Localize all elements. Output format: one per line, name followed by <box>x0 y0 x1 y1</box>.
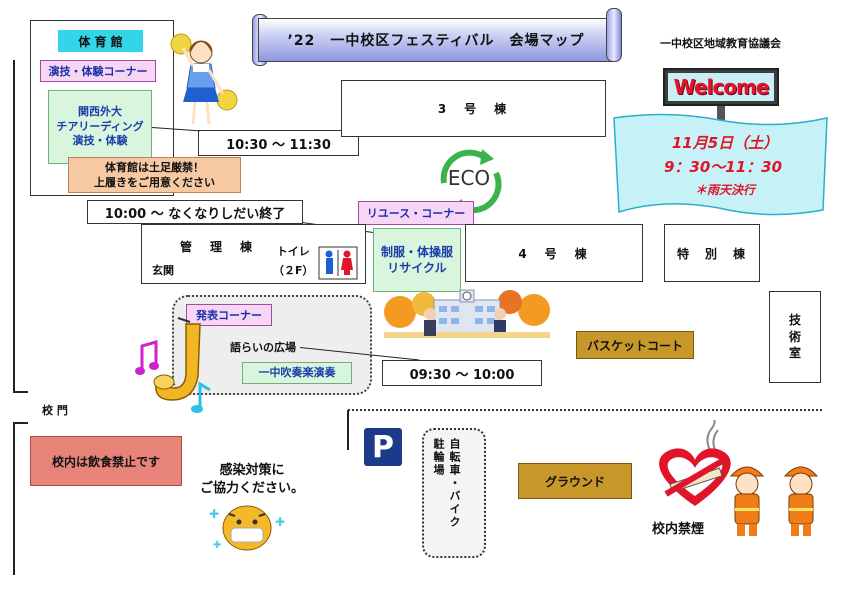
page-title: ’22 一中校区フェスティバル 会場マップ <box>287 33 585 49</box>
infection-notice: 感染対策に ご協力ください。 <box>199 463 304 497</box>
ground-fence-post <box>347 410 349 450</box>
no-smoking-label: 校内禁煙 <box>652 522 705 537</box>
toilet-label: トイレ （２F） <box>273 245 314 277</box>
svg-text:✚: ✚ <box>275 515 285 529</box>
event-time: 9：30～11：30 <box>663 158 783 176</box>
admin-entrance-label: 玄関 <box>152 264 174 277</box>
svg-text:✚: ✚ <box>209 507 219 521</box>
uniform-recycle-label: 制服・体操服 リサイクル <box>373 228 461 292</box>
reuse-time: 10:00 ～ なくなりしだい終了 <box>87 200 303 224</box>
svg-text:✚: ✚ <box>213 540 221 551</box>
event-date: 11月5日（土） <box>671 134 779 152</box>
tech-room: 技 術 室 <box>769 291 821 383</box>
no-food-notice: 校内は飲食禁止です <box>30 436 182 486</box>
performance-corner-label: 演技・体験コーナー <box>40 60 156 82</box>
rain-note: ＊雨天決行 <box>694 183 755 197</box>
ground-boundary <box>348 409 822 411</box>
gym-title: 体 育 館 <box>58 30 143 52</box>
boundary-west-upper-end <box>13 391 28 393</box>
cheer-event-label: 関西外大 チアリーディング 演技・体験 <box>48 90 152 164</box>
welcome-text: Welcome <box>668 73 774 101</box>
toilet-icon <box>318 246 358 280</box>
boundary-west-lower-start <box>13 422 28 424</box>
admin-building-label: 管 理 棟 <box>180 240 256 254</box>
plaza-time: 09:30 ～ 10:00 <box>382 360 542 386</box>
cheerleader-icon <box>170 33 238 125</box>
welcome-flag <box>613 113 828 216</box>
no-smoking-icon <box>659 420 731 506</box>
bike-parking-label: 自転車・バイク 駐輪場 <box>432 438 461 529</box>
gym-notice: 体育館は土足厳禁！ 上履きをご用意ください <box>68 157 241 193</box>
plaza-name: 語らいの広場 <box>230 341 296 354</box>
bike-parking-area <box>422 428 486 558</box>
special-building: 特 別 棟 <box>664 224 760 282</box>
school-building-icon <box>384 289 550 338</box>
music-note-icon <box>191 381 211 413</box>
boundary-west-upper <box>13 60 15 393</box>
organizer-label: 一中校区地域教育協議会 <box>660 37 781 50</box>
saxophone-icon <box>153 317 201 401</box>
welcome-sign: Welcome <box>663 68 779 106</box>
building-4: 4 号 棟 <box>465 224 643 282</box>
parking-icon: P <box>364 428 402 466</box>
tiger-mascot-icon: ✚ ✚ ✚ <box>209 505 285 551</box>
cheer-time: 10:30 ～ 11:30 <box>198 130 359 156</box>
music-note-icon <box>135 340 159 375</box>
school-gate-label: 校 門 <box>42 404 68 417</box>
boundary-west-lower <box>13 422 15 575</box>
building-3: 3 号 棟 <box>341 80 606 137</box>
presentation-corner-label: 発表コーナー <box>186 304 272 326</box>
title-banner: ’22 一中校区フェスティバル 会場マップ <box>258 18 614 62</box>
basketball-court: バスケットコート <box>576 331 694 359</box>
ground-label: グラウンド <box>518 463 632 499</box>
firefighter-icon <box>729 466 819 536</box>
reuse-corner-label: リユース・コーナー <box>358 201 474 225</box>
sign-post <box>717 106 725 120</box>
eco-label: ECO <box>447 166 491 190</box>
banner-right-roll <box>606 8 622 62</box>
brass-band-label: 一中吹奏楽演奏 <box>242 362 352 384</box>
